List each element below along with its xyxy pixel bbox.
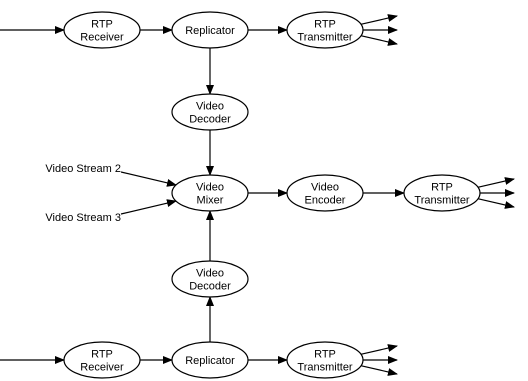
fanout-layer bbox=[356, 14, 515, 376]
node-label: Encoder bbox=[305, 195, 346, 207]
nodes-layer: RTPReceiverReplicatorRTPTransmitterVideo… bbox=[63, 11, 481, 379]
node-shape bbox=[63, 11, 141, 49]
node-replicator-bottom: Replicator bbox=[171, 341, 249, 379]
edge-video-stream-3-to-video-mixer bbox=[120, 199, 177, 215]
node-label: RTP bbox=[91, 349, 113, 361]
fanout-arrow-rtp-transmitter-top-0 bbox=[356, 14, 398, 26]
fanout-arrow-rtp-transmitter-top-2 bbox=[356, 34, 398, 46]
node-label: Receiver bbox=[80, 32, 124, 44]
edge-video-stream-2-to-video-mixer bbox=[120, 171, 177, 187]
node-shape bbox=[286, 341, 364, 379]
node-shape bbox=[286, 11, 364, 49]
node-label: Video bbox=[196, 268, 224, 280]
node-label: Decoder bbox=[189, 114, 231, 126]
node-label: Receiver bbox=[80, 362, 124, 374]
node-label: Transmitter bbox=[414, 195, 470, 207]
labels-layer: Video Stream 2 Video Stream 3 bbox=[45, 163, 121, 224]
node-label: Replicator bbox=[185, 25, 235, 37]
node-shape bbox=[286, 174, 364, 212]
node-shape bbox=[171, 93, 249, 131]
node-label: RTP bbox=[431, 182, 453, 194]
node-label: RTP bbox=[314, 19, 336, 31]
fanout-arrow-rtp-transmitter-middle-0 bbox=[473, 177, 515, 189]
fanout-arrow-rtp-transmitter-bottom-2 bbox=[356, 364, 398, 376]
node-label: Video bbox=[196, 182, 224, 194]
edges-layer bbox=[0, 26, 405, 364]
node-label: Decoder bbox=[189, 281, 231, 293]
input-label-video-stream-3: Video Stream 3 bbox=[45, 212, 121, 224]
node-label: RTP bbox=[91, 19, 113, 31]
node-shape bbox=[403, 174, 481, 212]
node-label: Replicator bbox=[185, 355, 235, 367]
node-label: Video bbox=[311, 182, 339, 194]
node-shape bbox=[171, 174, 249, 212]
node-shape bbox=[171, 260, 249, 298]
node-label: Transmitter bbox=[297, 362, 353, 374]
fanout-arrow-rtp-transmitter-bottom-0 bbox=[356, 344, 398, 356]
node-replicator-top: Replicator bbox=[171, 11, 249, 49]
input-label-video-stream-2: Video Stream 2 bbox=[45, 163, 121, 175]
node-label: Mixer bbox=[197, 195, 224, 207]
fanout-arrow-rtp-transmitter-middle-2 bbox=[473, 197, 515, 209]
node-shape bbox=[171, 11, 249, 49]
node-shape bbox=[63, 341, 141, 379]
node-label: Video bbox=[196, 101, 224, 113]
node-label: RTP bbox=[314, 349, 336, 361]
node-shape bbox=[171, 341, 249, 379]
node-label: Transmitter bbox=[297, 32, 353, 44]
